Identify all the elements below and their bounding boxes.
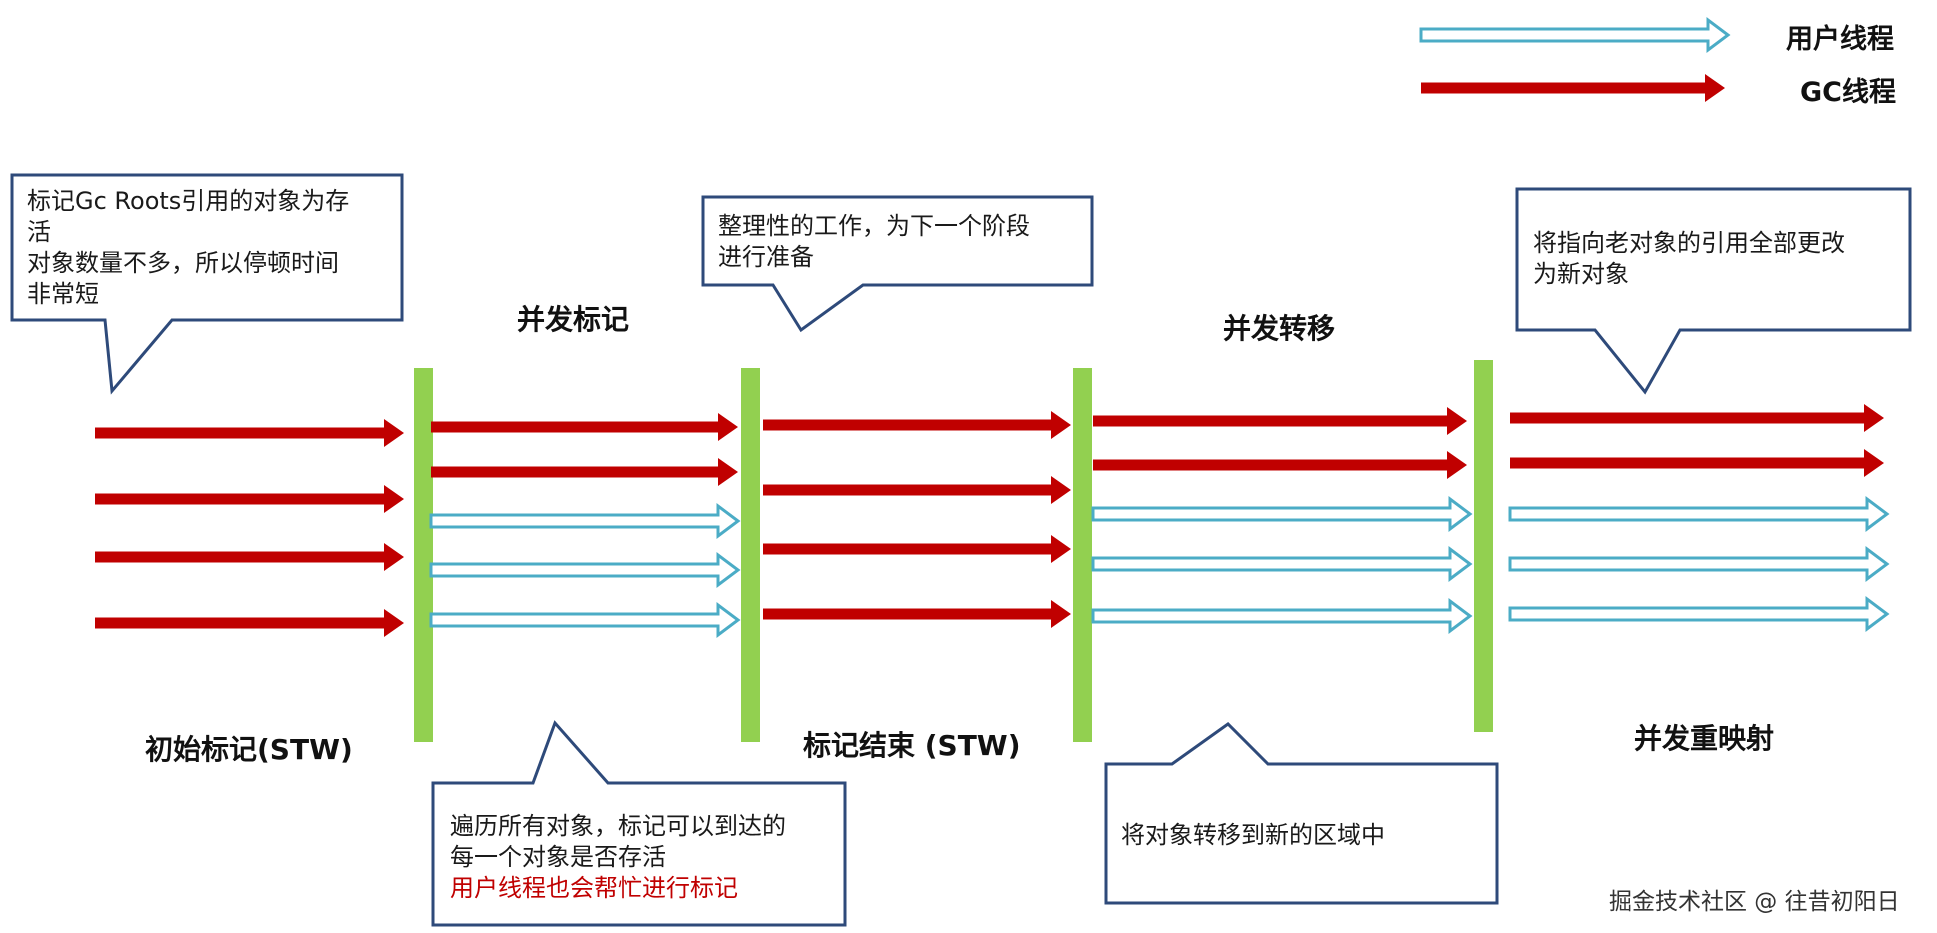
gc-thread-arrow <box>763 535 1071 563</box>
callout-roots-line: 活 <box>27 218 51 246</box>
gc-thread-arrow <box>763 476 1071 504</box>
callout-relocate-text: 将对象转移到新的区域中 <box>1121 820 1385 851</box>
legend-gc-thread-label: GC线程 <box>1800 77 1896 108</box>
legend-user-thread-label: 用户线程 <box>1786 24 1894 55</box>
phase-concurrent-remap: 并发重映射 <box>1634 722 1775 755</box>
callout-shapes <box>10 173 1912 927</box>
gc-thread-arrow <box>431 413 738 441</box>
user-thread-arrow <box>1091 546 1473 582</box>
gc-thread-arrow <box>763 600 1071 628</box>
user-thread-arrow <box>429 602 741 638</box>
callout-cleanup-text: 整理性的工作，为下一个阶段 进行准备 <box>718 211 1030 273</box>
pause-bar <box>741 368 760 742</box>
callout-traverse-line: 每一个对象是否存活 <box>450 843 666 871</box>
callout-traverse-highlight: 用户线程也会帮忙进行标记 <box>450 874 738 902</box>
user-thread-arrow <box>1508 496 1890 532</box>
thread-arrows <box>95 17 1890 638</box>
pause-bar <box>1474 360 1493 732</box>
callout-relocate-line: 将对象转移到新的区域中 <box>1121 821 1385 849</box>
gc-thread-arrow <box>95 419 404 447</box>
watermark: 掘金技术社区 @ 往昔初阳日 <box>1609 889 1900 915</box>
legend-gc-thread-arrow <box>1421 74 1725 102</box>
callout-remap-line: 将指向老对象的引用全部更改 <box>1533 229 1845 257</box>
gc-thread-arrow <box>1093 451 1467 479</box>
user-thread-arrow <box>1091 496 1473 532</box>
callout-roots-line: 非常短 <box>27 280 99 308</box>
phase-remark: 标记结束 (STW) <box>803 729 1021 762</box>
callout-remap-text: 将指向老对象的引用全部更改 为新对象 <box>1533 228 1845 290</box>
callout-roots-text: 标记Gc Roots引用的对象为存 活 对象数量不多，所以停顿时间 非常短 <box>27 186 349 310</box>
user-thread-arrow <box>1508 596 1890 632</box>
pause-bar <box>414 368 433 742</box>
phase-concurrent-relocate: 并发转移 <box>1223 312 1336 345</box>
gc-thread-arrow <box>763 411 1071 439</box>
callout-remap-box <box>1515 187 1912 395</box>
callout-roots-line: 标记Gc Roots引用的对象为存 <box>27 187 350 215</box>
phase-initial-mark: 初始标记(STW) <box>145 733 353 766</box>
legend-user-thread-arrow <box>1419 17 1731 53</box>
gc-thread-arrow <box>95 485 404 513</box>
callout-roots-line: 对象数量不多，所以停顿时间 <box>27 249 339 277</box>
callout-cleanup-line: 进行准备 <box>718 243 814 271</box>
callout-traverse-line: 遍历所有对象，标记可以到达的 <box>450 812 786 840</box>
callout-remap-line: 为新对象 <box>1533 260 1629 288</box>
user-thread-arrow <box>1508 546 1890 582</box>
pause-bar <box>1073 368 1092 742</box>
gc-thread-arrow <box>1510 404 1884 432</box>
gc-thread-arrow <box>95 543 404 571</box>
gc-thread-arrow <box>1093 407 1467 435</box>
callout-traverse-text: 遍历所有对象，标记可以到达的 每一个对象是否存活 用户线程也会帮忙进行标记 <box>450 811 786 904</box>
pause-bars <box>414 360 1493 742</box>
callout-roots-box <box>10 173 404 395</box>
user-thread-arrow <box>1091 598 1473 634</box>
callout-cleanup-line: 整理性的工作，为下一个阶段 <box>718 212 1030 240</box>
callout-relocate-box <box>1104 722 1499 905</box>
gc-thread-arrow <box>431 458 738 486</box>
phase-concurrent-mark: 并发标记 <box>517 303 630 336</box>
user-thread-arrow <box>429 552 741 588</box>
callout-cleanup-box <box>701 195 1094 333</box>
user-thread-arrow <box>429 503 741 539</box>
gc-thread-arrow <box>1510 449 1884 477</box>
callout-traverse-box <box>431 720 847 927</box>
gc-thread-arrow <box>95 609 404 637</box>
